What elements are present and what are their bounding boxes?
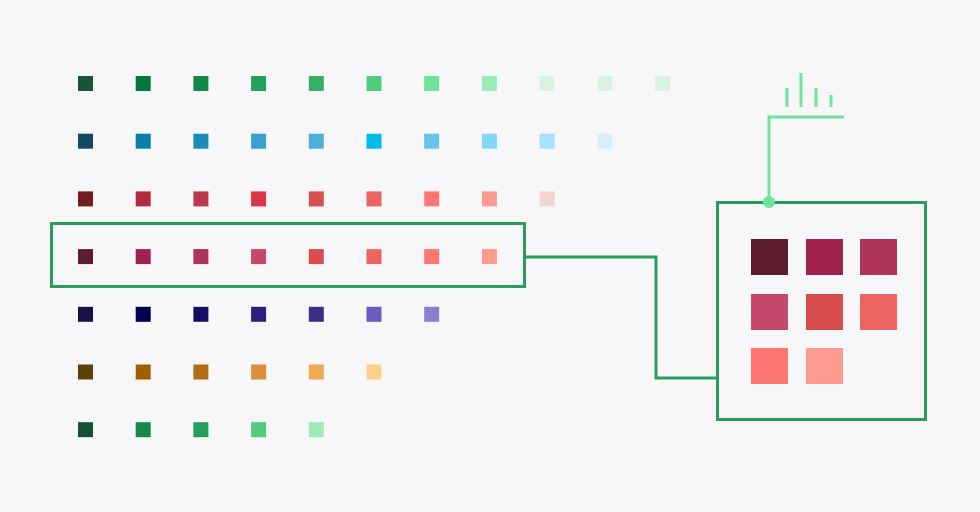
color-swatch[interactable] (424, 191, 440, 207)
color-swatch[interactable] (135, 133, 151, 149)
color-swatch[interactable] (308, 191, 324, 207)
color-swatch[interactable] (424, 76, 440, 91)
color-swatch[interactable] (135, 422, 151, 438)
selected-palette-highlight (50, 222, 526, 288)
color-swatch[interactable] (193, 306, 209, 322)
palette-row[interactable] (78, 249, 497, 265)
detail-color-swatch (751, 239, 788, 275)
color-swatch[interactable] (597, 133, 613, 149)
detail-color-swatch (860, 239, 897, 275)
palette-row[interactable] (78, 191, 555, 207)
color-swatch[interactable] (78, 306, 93, 322)
color-swatch[interactable] (78, 133, 93, 149)
color-swatch[interactable] (366, 306, 382, 322)
color-swatch[interactable] (366, 364, 382, 380)
color-swatch[interactable] (481, 76, 497, 91)
color-swatch[interactable] (251, 306, 267, 322)
color-swatch[interactable] (308, 76, 324, 91)
color-swatch[interactable] (135, 76, 151, 91)
color-swatch[interactable] (251, 191, 267, 207)
detail-color-swatch (806, 294, 843, 330)
detail-color-swatch (751, 294, 788, 330)
color-swatch[interactable] (78, 249, 93, 265)
signal-antenna-icon (763, 73, 844, 208)
detail-color-swatch (860, 294, 897, 330)
color-swatch[interactable] (135, 306, 151, 322)
color-swatch[interactable] (193, 76, 209, 91)
color-swatch[interactable] (193, 422, 209, 438)
color-swatch[interactable] (78, 364, 93, 380)
color-swatch[interactable] (193, 133, 209, 149)
palette-row[interactable] (78, 422, 324, 438)
color-swatch[interactable] (366, 76, 382, 91)
color-swatch[interactable] (308, 364, 324, 380)
color-swatch[interactable] (539, 76, 555, 91)
color-swatch[interactable] (655, 76, 670, 91)
color-swatch[interactable] (366, 191, 382, 207)
detail-color-swatch (806, 239, 843, 275)
color-swatch[interactable] (135, 191, 151, 207)
color-swatch[interactable] (251, 133, 267, 149)
color-swatch[interactable] (366, 249, 382, 265)
color-swatch[interactable] (481, 133, 497, 149)
color-swatch[interactable] (308, 306, 324, 322)
color-swatch[interactable] (193, 249, 209, 265)
color-swatch[interactable] (481, 191, 497, 207)
palette-row[interactable] (78, 306, 440, 322)
color-swatch[interactable] (135, 249, 151, 265)
color-swatch[interactable] (78, 422, 93, 438)
color-swatch[interactable] (78, 76, 93, 91)
detail-color-swatch (751, 348, 788, 384)
color-swatch[interactable] (424, 133, 440, 149)
color-swatch[interactable] (78, 191, 93, 207)
color-swatch[interactable] (251, 76, 267, 91)
color-swatch[interactable] (597, 76, 613, 91)
color-swatch[interactable] (308, 422, 324, 438)
color-swatch[interactable] (366, 133, 382, 149)
color-swatch[interactable] (539, 191, 555, 207)
color-swatch[interactable] (135, 364, 151, 380)
color-swatch[interactable] (193, 364, 209, 380)
color-swatch[interactable] (424, 306, 440, 322)
palette-row[interactable] (78, 133, 613, 149)
connector-line (525, 255, 717, 380)
color-swatch[interactable] (251, 249, 267, 265)
color-swatch[interactable] (193, 191, 209, 207)
color-swatch[interactable] (251, 422, 267, 438)
color-swatch[interactable] (481, 249, 497, 265)
palette-row[interactable] (78, 364, 382, 380)
color-swatch[interactable] (308, 249, 324, 265)
palette-detail-swatches (751, 239, 897, 384)
color-swatch[interactable] (539, 133, 555, 149)
color-swatch[interactable] (424, 249, 440, 265)
palette-grid (78, 76, 670, 438)
color-swatch[interactable] (308, 133, 324, 149)
palette-detail-box (716, 201, 927, 421)
detail-color-swatch (806, 348, 843, 384)
palette-row[interactable] (78, 76, 670, 91)
color-swatch[interactable] (251, 364, 267, 380)
